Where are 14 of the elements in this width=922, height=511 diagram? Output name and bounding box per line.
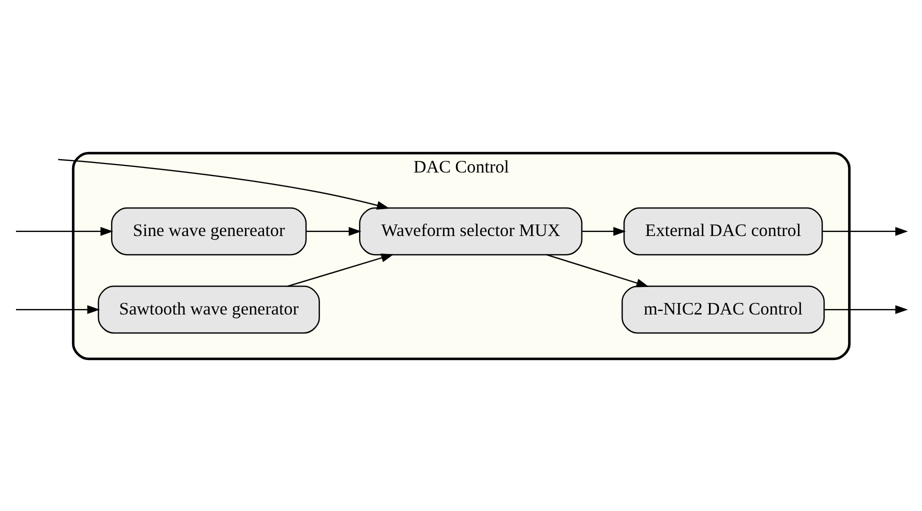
arrow: [582, 226, 626, 236]
arrow: [546, 254, 650, 287]
node-box: Sine wave genereator: [111, 206, 307, 255]
node-box: Sawtooth wave generator: [98, 285, 320, 334]
arrow: [824, 304, 908, 314]
arrow: [287, 253, 394, 286]
arrow: [306, 226, 362, 236]
node-box: m-NIC2 DAC Control: [622, 285, 825, 334]
arrow: [16, 226, 114, 236]
arrow: [16, 304, 100, 314]
node-box: External DAC control: [623, 206, 823, 255]
arrow: [822, 226, 908, 236]
node-box: Waveform selector MUX: [359, 206, 582, 255]
arrow: [58, 158, 390, 210]
